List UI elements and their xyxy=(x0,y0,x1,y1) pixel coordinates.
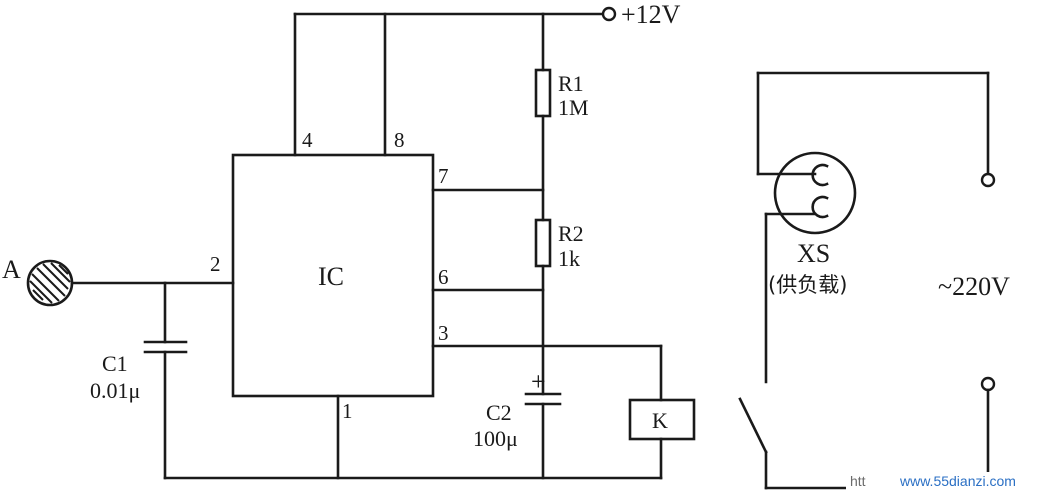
watermark-prefix: htt xyxy=(850,473,866,489)
socket-name: XS xyxy=(797,239,830,268)
r2-value: 1k xyxy=(558,246,580,271)
timing-network: + R1 1M R2 1k C2 100μ xyxy=(431,68,589,480)
trigger-input: A C1 0.01μ xyxy=(2,255,235,480)
c2-name: C2 xyxy=(486,400,512,425)
relay-output: K xyxy=(431,344,696,480)
supply-rail: +12V xyxy=(293,0,681,157)
watermark: htt www.55dianzi.com xyxy=(846,472,1036,492)
r1-name: R1 xyxy=(558,71,584,96)
supply-terminal xyxy=(601,6,617,22)
ic-pin-4-label: 4 xyxy=(302,128,313,152)
socket-note: (供负载) xyxy=(768,273,847,297)
sensor-label: A xyxy=(2,255,21,284)
sensor-a-symbol xyxy=(26,259,74,307)
ic-label: IC xyxy=(318,262,344,291)
load-circuit: XS (供负载) ~220V xyxy=(738,71,1010,490)
r2-resistor xyxy=(534,218,552,268)
r2-name: R2 xyxy=(558,221,584,246)
ic-pin-3-label: 3 xyxy=(438,321,449,345)
r1-resistor xyxy=(534,68,552,118)
relay-contact-switch xyxy=(738,397,768,454)
c2-polarity-mark: + xyxy=(531,367,546,396)
socket-xs-symbol xyxy=(773,151,857,235)
ic-555: IC 4 8 7 6 3 2 1 xyxy=(210,128,449,423)
ic-pin-2-label: 2 xyxy=(210,252,221,276)
c1-name: C1 xyxy=(102,351,128,376)
ground-rail xyxy=(163,394,663,480)
relay-label: K xyxy=(652,408,668,433)
supply-label: +12V xyxy=(621,0,681,29)
watermark-text: www.55dianzi.com xyxy=(899,473,1016,489)
ic-pin-1-label: 1 xyxy=(342,399,353,423)
ic-body xyxy=(231,153,435,398)
mains-label: ~220V xyxy=(938,272,1010,301)
mains-terminal-bottom xyxy=(980,376,996,392)
r1-value: 1M xyxy=(558,95,589,120)
ic-pin-6-label: 6 xyxy=(438,265,449,289)
c2-value: 100μ xyxy=(473,426,518,451)
ic-pin-7-label: 7 xyxy=(438,164,449,188)
mains-terminal-top xyxy=(980,172,996,188)
ic-pin-8-label: 8 xyxy=(394,128,405,152)
c1-value: 0.01μ xyxy=(90,378,140,403)
